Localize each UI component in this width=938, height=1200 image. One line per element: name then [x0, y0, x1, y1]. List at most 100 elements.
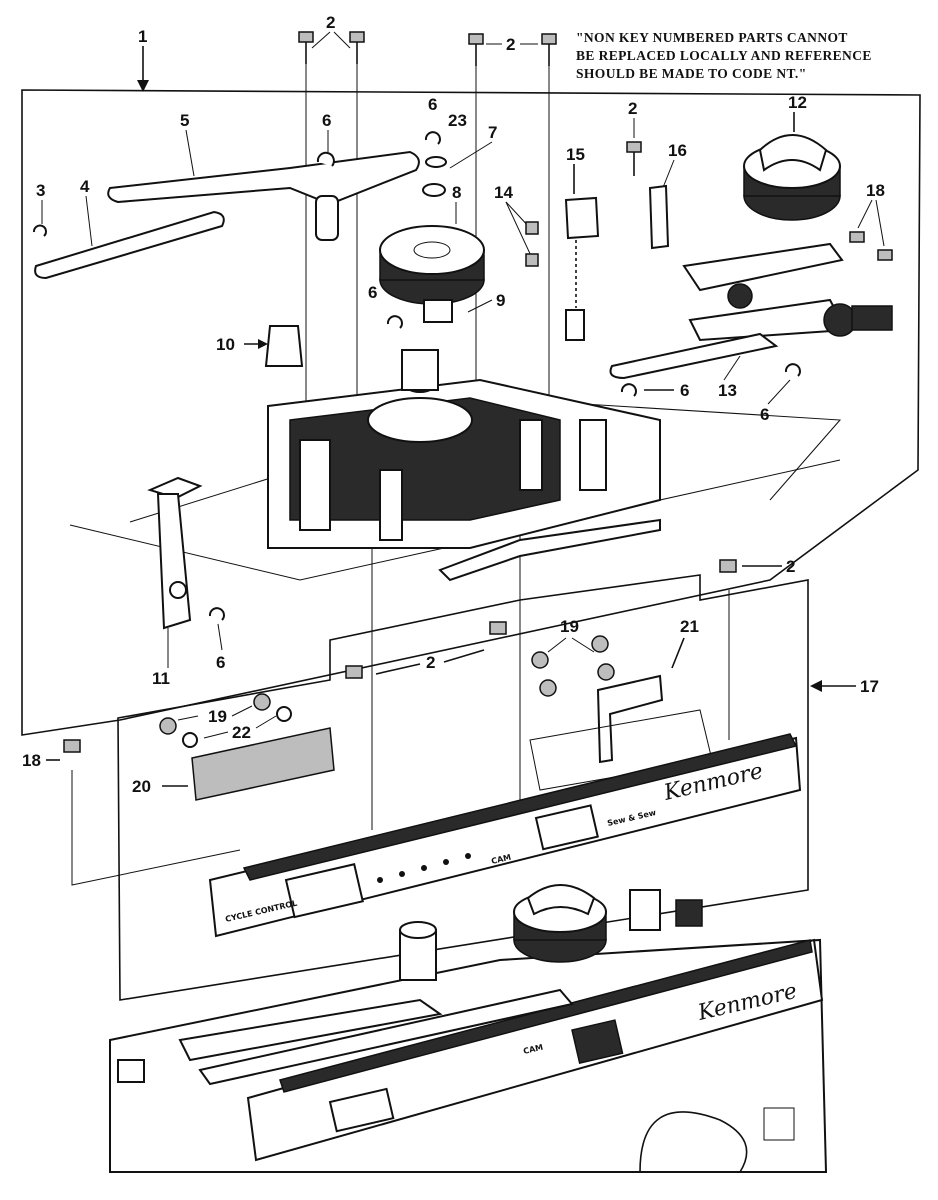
sewing-machine-body: Kenmore CAM	[109, 884, 828, 1173]
cam-label: CAM	[490, 853, 512, 866]
leader	[85, 195, 93, 247]
screw-group-top-left: 2	[298, 13, 365, 64]
screw-head	[63, 739, 81, 753]
leader	[661, 159, 675, 191]
screw-head	[349, 31, 365, 43]
part-22-washer	[182, 732, 198, 748]
part-15-block	[564, 196, 600, 240]
callout-19b: 19	[208, 707, 227, 726]
callout-17: 17	[860, 677, 879, 696]
screw-head	[298, 31, 314, 43]
callout-16: 16	[668, 141, 687, 160]
screw-head	[719, 559, 737, 573]
part-6-clip	[620, 383, 637, 397]
leader	[875, 199, 885, 247]
leader	[449, 141, 493, 169]
part-23-washer	[425, 156, 447, 168]
part-6-clip	[316, 151, 335, 167]
leader	[203, 731, 229, 739]
screw-head	[345, 665, 363, 679]
screw-head	[489, 621, 507, 635]
callout-15: 15	[566, 145, 585, 164]
leader	[857, 199, 873, 229]
assembly-17-outline	[117, 574, 809, 1001]
callout-2a: 2	[326, 13, 335, 32]
callout-7: 7	[488, 123, 497, 142]
leader	[723, 355, 741, 381]
part-16-bracket	[648, 184, 670, 250]
part-19-nut	[531, 651, 549, 669]
leader	[231, 705, 253, 717]
callout-18b: 18	[22, 751, 41, 770]
callout-13: 13	[718, 381, 737, 400]
callout-6d: 6	[216, 653, 225, 672]
part-5-lever	[107, 150, 420, 206]
callout-14: 14	[494, 183, 513, 202]
leader	[467, 299, 493, 313]
screw-head	[626, 141, 642, 153]
callout-3: 3	[36, 181, 45, 200]
leader	[767, 379, 791, 405]
note-line-2: BE REPLACED LOCALLY AND REFERENCE	[576, 48, 872, 63]
mechanism-body	[267, 349, 661, 582]
callout-6c: 6	[368, 283, 377, 302]
callout-6a: 6	[322, 111, 331, 130]
leader	[375, 663, 421, 675]
part-13-lever-assembly	[609, 242, 893, 380]
callout-1: 1	[138, 27, 147, 46]
leader	[505, 201, 533, 259]
callout-2b: 2	[506, 35, 515, 54]
part-6-clip	[386, 315, 403, 329]
leader	[217, 623, 223, 651]
part-6-clip	[208, 607, 225, 621]
callout-18a: 18	[866, 181, 885, 200]
screw-head	[468, 33, 484, 45]
callout-6f: 6	[760, 405, 769, 424]
callout-4: 4	[80, 177, 90, 196]
callout-6b: 6	[428, 95, 437, 114]
leader	[443, 649, 485, 663]
callout-19a: 19	[560, 617, 579, 636]
callout-22: 22	[232, 723, 251, 742]
assembly-1-outline	[21, 89, 921, 736]
note-line-1: "NON KEY NUMBERED PARTS CANNOT	[576, 30, 848, 45]
part-19-nut	[597, 663, 615, 681]
part-8-cam-stack	[379, 225, 485, 305]
part-22-washer	[276, 706, 292, 722]
arrowhead	[258, 339, 268, 349]
leader	[311, 31, 331, 49]
callout-23: 23	[448, 111, 467, 130]
screw-head	[877, 249, 893, 261]
callout-1-arrowhead	[137, 80, 149, 92]
part-14-screw	[525, 221, 539, 235]
part-15-foot	[565, 309, 585, 341]
callout-21: 21	[680, 617, 699, 636]
leader	[547, 637, 567, 653]
arrowhead	[810, 680, 822, 692]
part-21-bracket	[596, 674, 664, 764]
leader	[671, 637, 685, 669]
leader	[333, 31, 351, 49]
callout-20: 20	[132, 777, 151, 796]
part-19-nut	[591, 635, 609, 653]
part-5-hub	[315, 195, 339, 241]
callout-10: 10	[216, 335, 235, 354]
part-washer	[422, 183, 446, 197]
part-14-screw	[525, 253, 539, 267]
callout-2c: 2	[628, 99, 637, 118]
leader	[571, 637, 595, 653]
part-9-spring	[423, 299, 453, 323]
callout-11: 11	[152, 669, 170, 688]
leader	[185, 129, 195, 177]
callout-5: 5	[180, 111, 189, 130]
callout-2d: 2	[786, 557, 795, 576]
part-6-clip	[424, 131, 441, 145]
part-6-clip	[784, 363, 801, 377]
part-11-bracket	[147, 476, 203, 630]
callout-6e: 6	[680, 381, 689, 400]
part-12-selector-knob	[743, 134, 841, 221]
screw-group-top-mid: 2	[468, 33, 557, 66]
screw-head	[849, 231, 865, 243]
part-19-nut	[253, 693, 271, 711]
